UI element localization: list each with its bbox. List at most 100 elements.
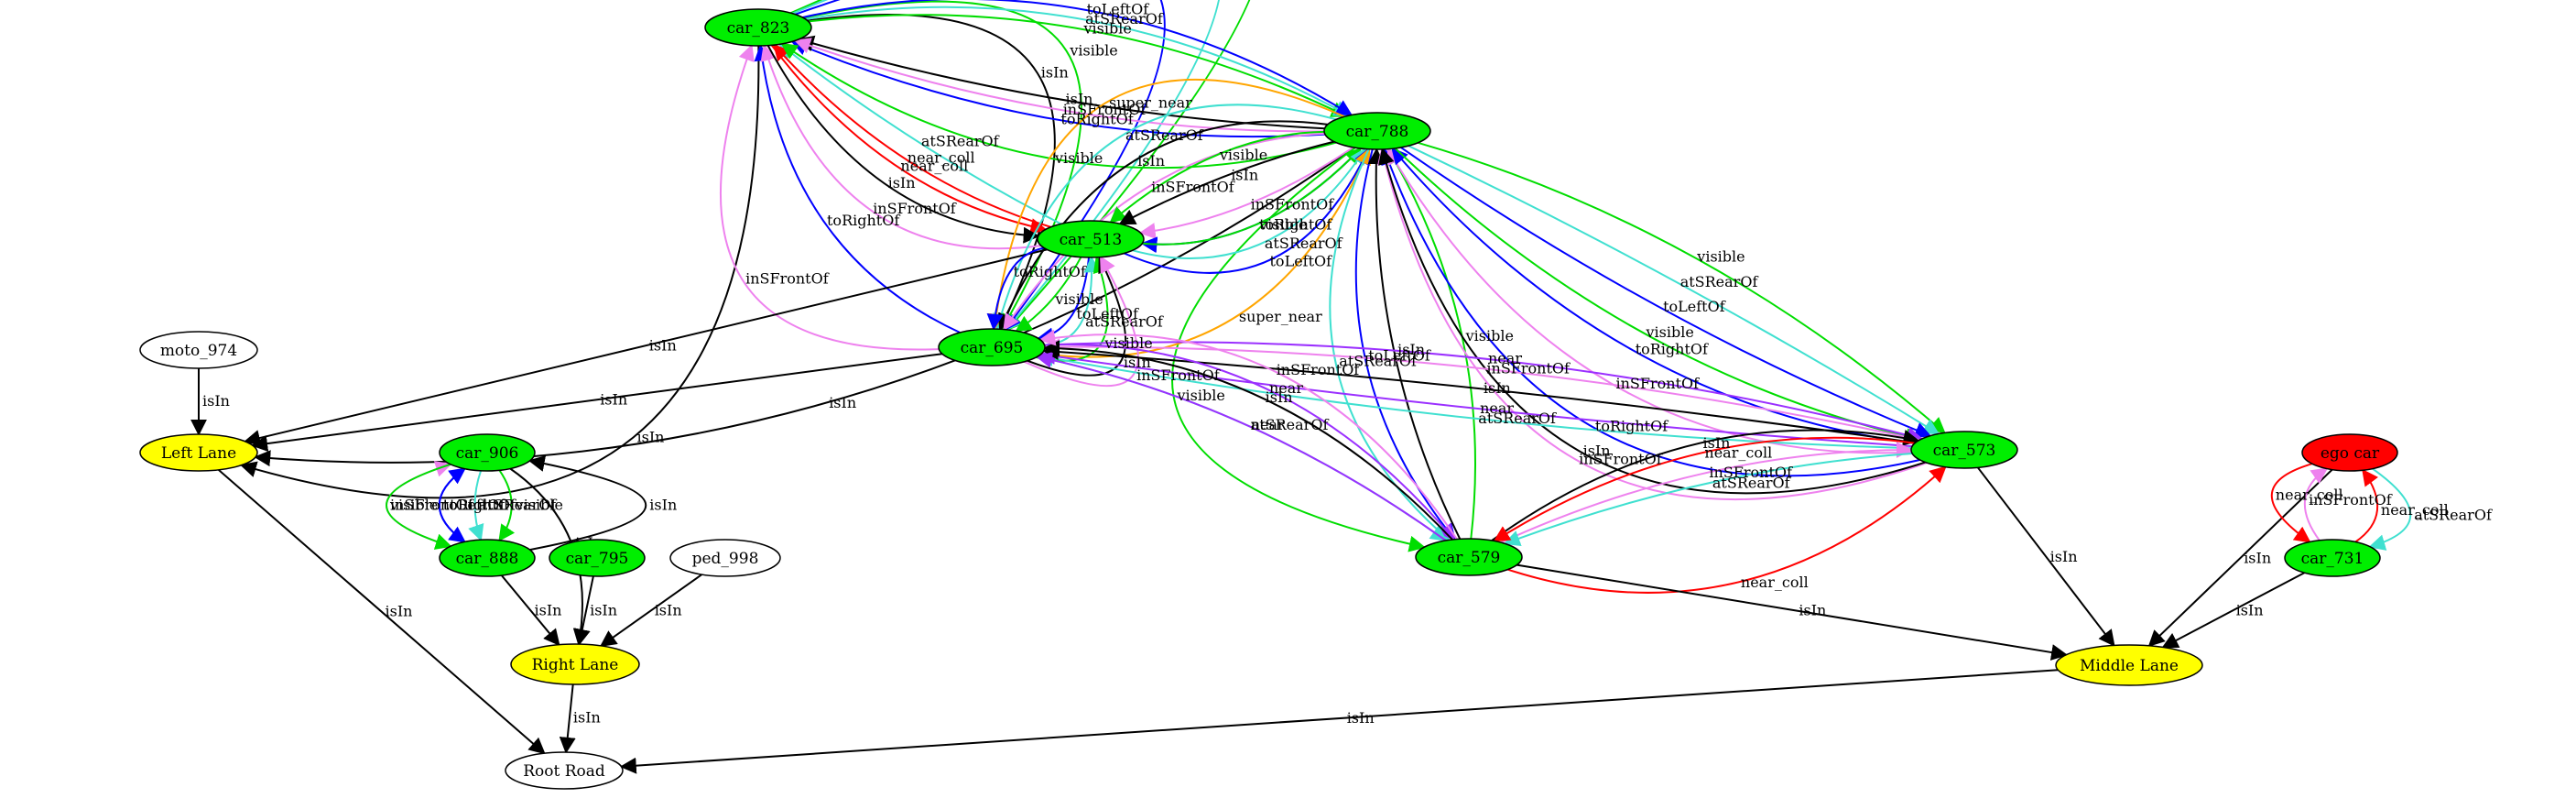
- edge-car_731-middle_lane: [2161, 572, 2305, 649]
- edge-car_788-left_lane: [254, 147, 1354, 467]
- edge-car_573-car_788: [1391, 147, 1915, 444]
- edge-label: isIn: [1041, 64, 1069, 82]
- edge-car_573-car_579: [1493, 436, 1916, 542]
- node-ellipse: [704, 8, 812, 47]
- edge-car_823-car_695: [803, 0, 1082, 331]
- edge-car_579-car_573: [1500, 441, 1913, 544]
- node-car-795: car_795: [549, 539, 646, 577]
- edge-car_579-car_573: [1507, 465, 1947, 594]
- node-ellipse: [938, 328, 1046, 366]
- edge-label: inSFrontOf: [745, 269, 830, 287]
- edge-label: atSRearOf: [1085, 312, 1164, 330]
- edge-label: atSRearOf: [2414, 507, 2493, 524]
- edge-label: inSFrontOf: [873, 200, 957, 217]
- edge-car_513-car_823: [778, 43, 1062, 225]
- edge-label: near: [1488, 350, 1522, 367]
- edge-label: visible: [1103, 334, 1152, 352]
- nodes-layer: car_823car_788car_513car_695car_573car_5…: [139, 8, 2398, 790]
- edge-car_906-car_888: [386, 463, 452, 550]
- edge-label: toLeftOf: [1087, 0, 1150, 17]
- node-ellipse: [139, 433, 258, 472]
- node-car-788: car_788: [1323, 112, 1431, 150]
- node-label: car_731: [2301, 550, 2364, 568]
- edge-car_823-car_695: [791, 0, 1220, 332]
- edge-label: inSFrontOf: [1151, 179, 1235, 196]
- edge-label: isIn: [535, 601, 562, 618]
- edge-label: isIn: [655, 602, 682, 619]
- edge-label: visible: [1177, 387, 1225, 404]
- edge-label: atSRearOf: [1265, 235, 1343, 252]
- edges-layer: [190, 0, 2412, 774]
- edge-label: isIn: [600, 390, 627, 408]
- node-ped-998: ped_998: [669, 539, 781, 577]
- edge-label: toRightOf: [1259, 215, 1332, 233]
- edge-label: visible: [1054, 290, 1103, 308]
- node-car-906: car_906: [439, 433, 536, 472]
- edge-car_573-car_788: [1378, 148, 1926, 495]
- edge-label: atSRearOf: [1125, 126, 1204, 144]
- edge-label: near_coll: [1704, 443, 1772, 461]
- edge-car_788-car_823: [780, 42, 1337, 169]
- node-label: Root Road: [523, 762, 605, 781]
- edge-car_788-car_513: [1109, 130, 1325, 224]
- edge-car_513-car_695: [1015, 257, 1082, 333]
- edge-car_513-car_788: [1132, 148, 1366, 260]
- edge-car_573-car_695: [1038, 348, 1913, 448]
- node-label: ego car: [2321, 444, 2380, 463]
- edge-label: visible: [389, 497, 438, 514]
- edge-label: super_near: [1109, 94, 1192, 112]
- edge-car_513-car_823: [772, 43, 1051, 228]
- edge-car_788-car_513: [1138, 146, 1354, 239]
- edge-label: isIn: [1066, 91, 1093, 108]
- edge-label: atSRearOf: [1478, 410, 1557, 427]
- edge-car_573-middle_lane: [1977, 466, 2115, 647]
- edge-car_731-ego_car: [2303, 467, 2329, 541]
- edge-label: near: [1269, 379, 1303, 397]
- edge-label: visible: [1258, 215, 1307, 233]
- edge-label: inSFrontOf: [1616, 375, 1701, 392]
- edge-label: isIn: [829, 394, 856, 411]
- edge-car_513-car_788: [1142, 147, 1363, 246]
- node-left-lane: Left Lane: [139, 433, 258, 472]
- edge-car_788-car_573: [1418, 141, 1946, 434]
- edge-label: isIn: [1124, 354, 1151, 371]
- node-label: car_573: [1933, 442, 1996, 460]
- edge-label: isIn: [386, 603, 413, 620]
- node-car-513: car_513: [1037, 220, 1145, 258]
- edge-car_579-middle_lane: [1516, 563, 2069, 661]
- edge-label: atSRearOf: [1712, 474, 1791, 491]
- node-root-road: Root Road: [505, 751, 624, 790]
- edge-car_823-car_788: [805, 5, 1351, 116]
- edge-car_788-car_573: [1408, 145, 1940, 435]
- node-label: ped_998: [692, 550, 759, 568]
- node-label: car_888: [456, 550, 519, 568]
- node-ego-car: ego car: [2301, 433, 2398, 472]
- node-label: car_795: [566, 550, 629, 568]
- node-label: Middle Lane: [2080, 657, 2179, 675]
- node-car-695: car_695: [938, 328, 1046, 366]
- node-right-lane: Right Lane: [510, 643, 640, 685]
- edge-label: atSRearOf: [479, 497, 558, 514]
- edge-label: near_coll: [900, 157, 968, 174]
- edge-label: visible: [515, 497, 563, 514]
- edge-label: near: [1251, 416, 1285, 433]
- node-ellipse: [1037, 220, 1145, 258]
- edge-label: inSFrontOf: [1709, 464, 1793, 481]
- edge-middle_lane-root_road: [619, 669, 2059, 774]
- edge-label: inSFrontOf: [390, 497, 474, 514]
- edge-car_695-car_513: [1027, 256, 1127, 377]
- node-label: car_788: [1346, 123, 1409, 141]
- node-moto-974: moto_974: [139, 331, 258, 369]
- edge-car_695-car_573: [1044, 341, 1924, 443]
- edge-label: atSRearOf: [921, 132, 1000, 149]
- edge-car_573-car_695: [1037, 350, 1912, 450]
- edge-car_788-car_695: [1003, 132, 1325, 331]
- node-ellipse: [505, 751, 624, 790]
- edge-label: visible: [1696, 247, 1745, 265]
- node-car-573: car_573: [1910, 431, 2018, 469]
- edge-label: atSRearOf: [1339, 353, 1418, 370]
- node-car-823: car_823: [704, 8, 812, 47]
- edge-label: isIn: [1397, 341, 1425, 358]
- edge-car_788-car_513: [1118, 140, 1335, 225]
- edge-label: atSRearOf: [1680, 273, 1759, 290]
